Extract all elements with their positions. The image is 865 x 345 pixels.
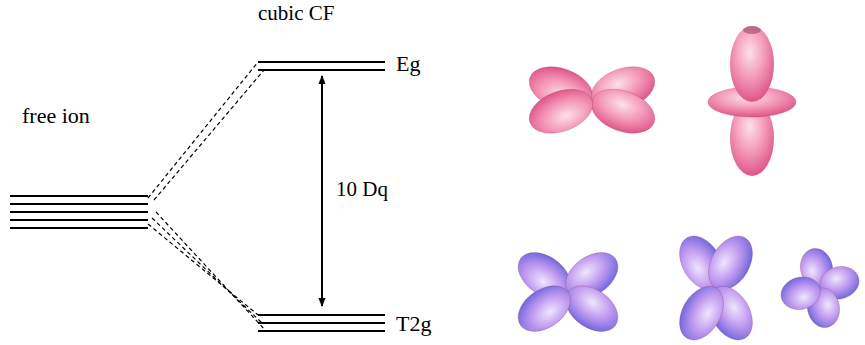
- level-heading: free ion: [22, 104, 90, 128]
- orbital-lobe: [523, 81, 599, 141]
- orbital-lobe: [671, 279, 733, 345]
- dxz-orbital: [671, 228, 762, 345]
- dx2y2-orbital: [523, 59, 661, 142]
- dyz-orbital: [777, 246, 863, 330]
- orbital-lobe: [510, 276, 579, 340]
- free-ion-levels: [10, 196, 148, 228]
- orbital-lobe: [585, 81, 661, 141]
- correlation-dashes: [148, 62, 266, 331]
- orbital-lobe: [730, 26, 774, 102]
- eg-levels: [258, 62, 385, 70]
- level-heading: cubic CF: [258, 2, 334, 25]
- level-name: T2g: [396, 312, 431, 336]
- t2g-levels: [258, 315, 385, 331]
- orbital-tip: [743, 26, 761, 34]
- splitting-value: 10 Dq: [336, 178, 388, 201]
- level-name: Eg: [396, 52, 420, 76]
- orbital-lobe: [777, 273, 824, 314]
- dxy-orbital: [510, 243, 627, 341]
- dz2-orbital: [708, 26, 796, 176]
- orbital-shapes: [510, 26, 863, 345]
- splitting-arrow: [321, 76, 323, 306]
